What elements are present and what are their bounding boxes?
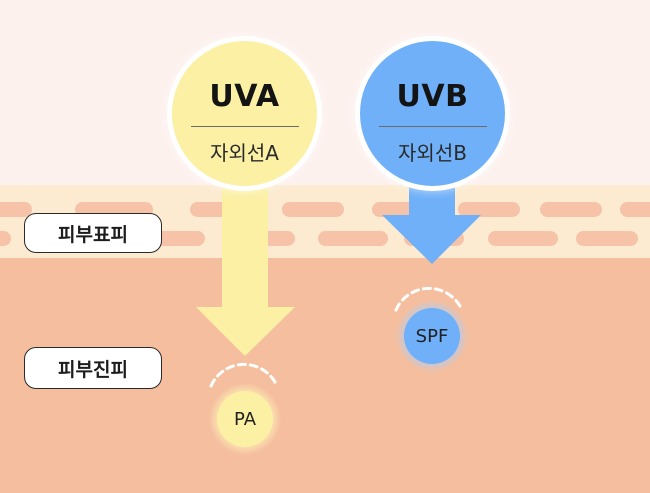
spf-badge: SPF — [404, 308, 460, 364]
epidermis-label: 피부표피 — [24, 213, 162, 253]
spf-dashed-arc — [394, 286, 464, 312]
uvb-divider — [378, 126, 487, 127]
pa-dashed-arc — [209, 362, 279, 388]
dermis-label: 피부진피 — [24, 347, 162, 389]
uva-subtitle: 자외선A — [210, 141, 279, 165]
uvb-circle: UVB 자외선B — [355, 36, 510, 191]
uvb-title: UVB — [396, 79, 469, 114]
uva-circle: UVA 자외선A — [167, 36, 322, 191]
sky-area — [0, 0, 650, 185]
uva-title: UVA — [209, 79, 280, 114]
pa-badge: PA — [217, 391, 273, 447]
uvb-subtitle: 자외선B — [398, 141, 467, 165]
uva-divider — [190, 126, 299, 127]
